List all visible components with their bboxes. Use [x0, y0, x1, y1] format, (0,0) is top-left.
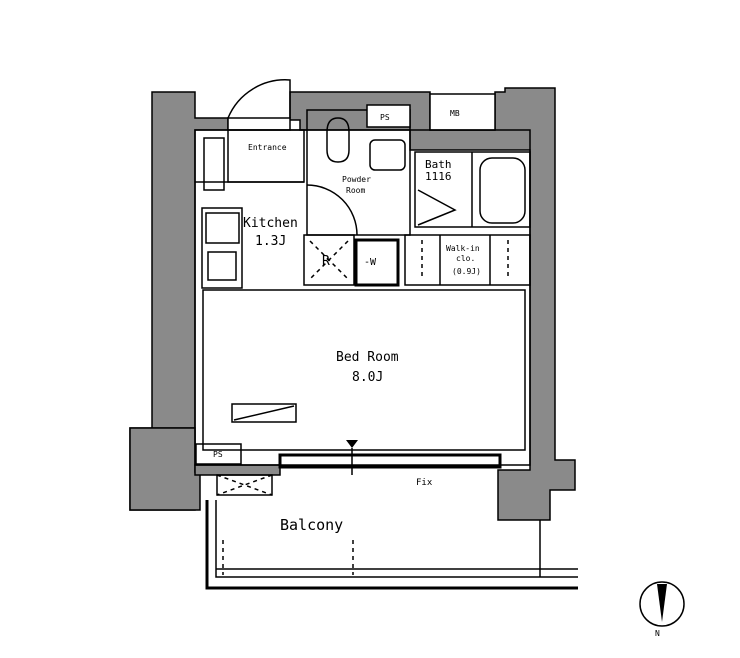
- label-bedroom: Bed Room: [336, 350, 399, 365]
- label-mb: MB: [450, 109, 460, 118]
- label-walkin-size: (0.9J): [452, 267, 481, 276]
- label-balcony: Balcony: [280, 516, 343, 534]
- label-kitchen-size: 1.3J: [255, 234, 286, 249]
- label-ps-top: PS: [380, 113, 390, 122]
- label-washer: -W: [364, 257, 377, 268]
- room-lines: [194, 79, 578, 590]
- label-entrance: Entrance: [248, 143, 287, 152]
- compass-label: N: [655, 629, 660, 638]
- label-walkin: Walk-in: [446, 244, 480, 253]
- label-bath-size: 1116: [425, 170, 452, 183]
- label-powder-room-2: Room: [346, 186, 365, 195]
- label-refrigerator: R: [322, 254, 330, 269]
- label-bath: Bath: [425, 158, 452, 171]
- label-ps-bottom: PS: [213, 450, 223, 459]
- label-fix: Fix: [416, 478, 433, 488]
- label-bedroom-size: 8.0J: [352, 370, 383, 385]
- label-kitchen: Kitchen: [243, 216, 298, 231]
- walls: [129, 87, 576, 521]
- label-powder-room: Powder: [342, 175, 371, 184]
- compass-icon: N: [639, 581, 685, 638]
- label-walkin-2: clo.: [456, 254, 475, 263]
